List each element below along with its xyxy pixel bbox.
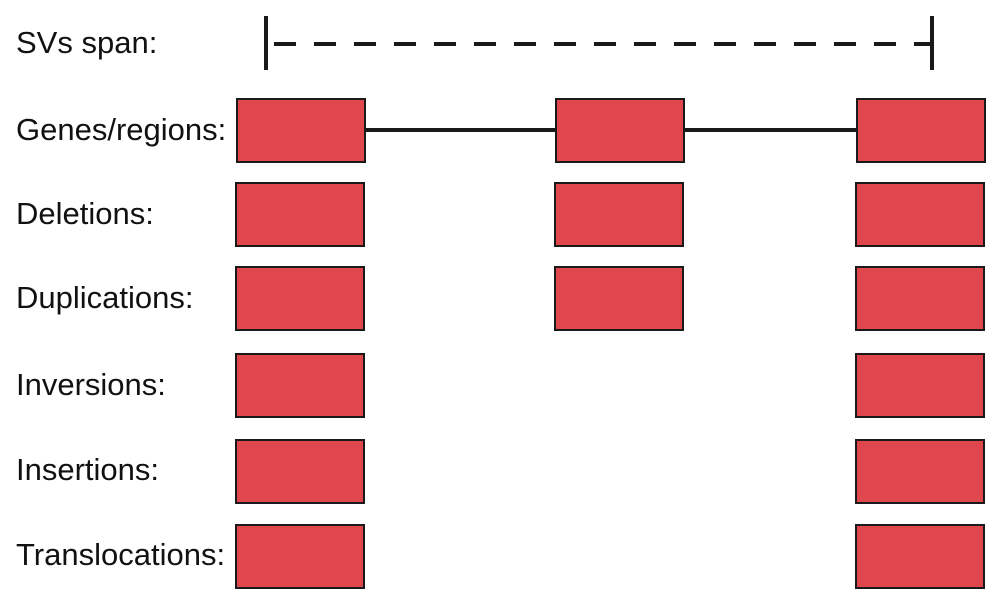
label-inversions: Inversions: — [16, 367, 166, 402]
row-genes-regions — [236, 98, 986, 163]
region-box — [855, 182, 985, 247]
row-insertions — [235, 439, 985, 504]
region-box — [856, 98, 986, 163]
row-translocations — [235, 524, 985, 589]
svs-span-bracket — [264, 16, 934, 70]
row-inversions — [235, 353, 985, 418]
region-box — [855, 266, 985, 331]
region-box — [235, 266, 365, 331]
region-box — [855, 439, 985, 504]
row-duplications — [235, 266, 985, 331]
label-duplications: Duplications: — [16, 280, 194, 315]
region-box — [235, 524, 365, 589]
region-box — [855, 524, 985, 589]
label-translocations: Translocations: — [16, 537, 226, 572]
region-box — [235, 439, 365, 504]
region-box — [554, 182, 684, 247]
label-genes-regions: Genes/regions: — [16, 112, 227, 147]
region-box — [236, 98, 366, 163]
region-box — [235, 353, 365, 418]
region-box — [555, 98, 685, 163]
row-deletions — [235, 182, 985, 247]
label-deletions: Deletions: — [16, 196, 154, 231]
region-box — [855, 353, 985, 418]
region-box — [554, 266, 684, 331]
region-box — [235, 182, 365, 247]
label-insertions: Insertions: — [16, 452, 160, 487]
label-svs-span: SVs span: — [16, 25, 158, 60]
